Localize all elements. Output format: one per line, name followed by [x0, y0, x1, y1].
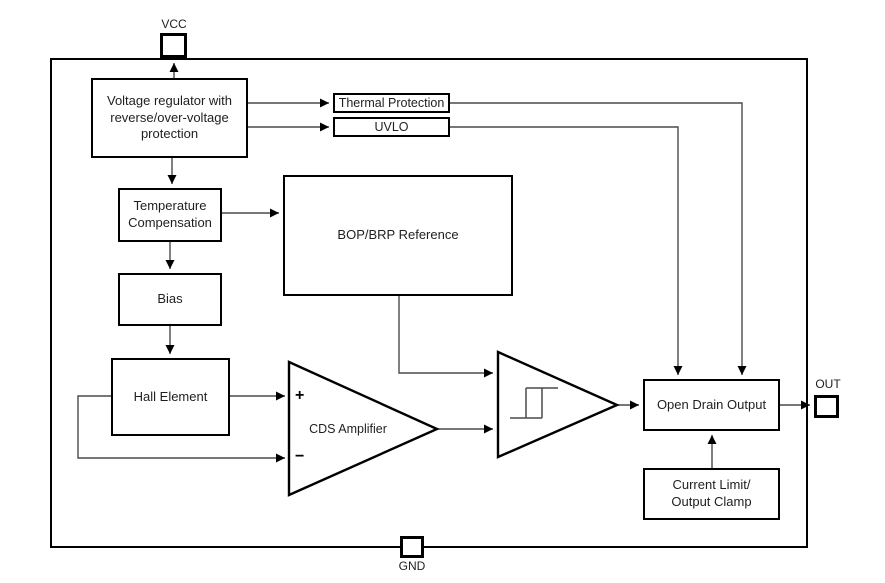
- comparator-triangle-icon: [496, 350, 620, 459]
- block-thermal-protection: Thermal Protection: [333, 93, 450, 113]
- block-temperature-compensation: Temperature Compensation: [118, 188, 222, 242]
- block-bop-brp-reference-label: BOP/BRP Reference: [337, 227, 459, 243]
- vcc-pin: [160, 33, 187, 58]
- amp-label: CDS Amplifier: [309, 422, 387, 436]
- wire-hall-to-amp-minus: [77, 395, 285, 463]
- block-uvlo-label: UVLO: [374, 119, 409, 134]
- chip-boundary: [50, 58, 808, 548]
- amp-minus-input-sign: −: [295, 448, 305, 465]
- out-pin-label: OUT: [815, 377, 841, 391]
- block-bias: Bias: [118, 273, 222, 326]
- block-hall-element-label: Hall Element: [133, 388, 208, 404]
- block-uvlo: UVLO: [333, 117, 450, 137]
- wire-thermal-to-open-drain: [450, 102, 747, 375]
- wire-bop-to-schmitt: [398, 296, 493, 378]
- block-bias-label: Bias: [157, 291, 183, 307]
- block-voltage-regulator-label: Voltage regulator with reverse/over-volt…: [106, 93, 233, 142]
- gnd-pin-label: GND: [398, 559, 426, 573]
- block-thermal-protection-label: Thermal Protection: [338, 95, 445, 110]
- block-current-limit-output-clamp-label: Current Limit/ Output Clamp: [671, 477, 752, 509]
- amplifier-triangle-icon: [287, 360, 440, 497]
- out-pin: [814, 395, 839, 418]
- block-current-limit-output-clamp: Current Limit/ Output Clamp: [643, 468, 780, 520]
- block-bop-brp-reference: BOP/BRP Reference: [283, 175, 513, 296]
- wire-uvlo-to-open-drain: [450, 126, 683, 375]
- amp-plus-input-sign: +: [295, 387, 305, 404]
- block-open-drain-output-label: Open Drain Output: [656, 396, 767, 412]
- hysteresis-icon: [510, 387, 558, 419]
- block-voltage-regulator: Voltage regulator with reverse/over-volt…: [91, 78, 248, 158]
- block-open-drain-output: Open Drain Output: [643, 379, 780, 431]
- vcc-pin-label: VCC: [161, 17, 187, 31]
- block-hall-element: Hall Element: [111, 358, 230, 436]
- block-temperature-compensation-label: Temperature Compensation: [128, 198, 212, 230]
- gnd-pin: [400, 536, 424, 558]
